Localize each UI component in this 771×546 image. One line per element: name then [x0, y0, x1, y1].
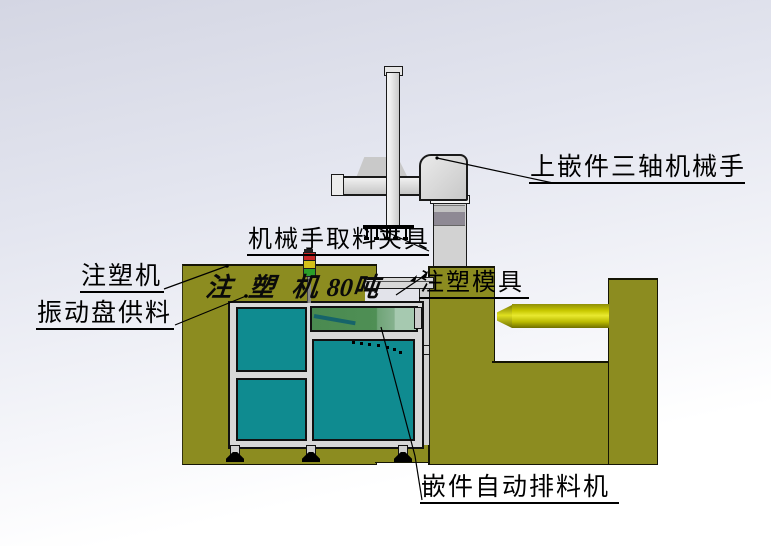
panel-dot [393, 348, 396, 351]
callout-mold: 注塑模具 [419, 271, 529, 299]
injection-nozzle-tip [497, 305, 512, 328]
robot-arm-end-cap [331, 174, 344, 196]
machine-body-notch-base [492, 361, 608, 465]
callout-robot-text: 上嵌件三轴机械手 [530, 154, 747, 181]
callout-robot: 上嵌件三轴机械手 [529, 155, 745, 184]
callout-feeder: 振动盘供料 [36, 301, 174, 330]
cabinet-panel-right [312, 339, 415, 441]
callout-gripper: 机械手取料夹具 [247, 228, 429, 256]
machine-marking: 注 塑 机 80吨 [204, 267, 381, 304]
panel-dot [368, 343, 371, 346]
gripper-suction-stem [376, 229, 378, 238]
cabinet-hinge-tab [414, 307, 422, 329]
cabinet-foot [226, 452, 244, 462]
panel-dot [377, 344, 380, 347]
cabinet-panel-bottom-left [236, 378, 307, 441]
callout-mold-text: 注塑模具 [420, 270, 524, 296]
callout-machine-text: 注塑机 [81, 263, 163, 290]
callout-feeder-text: 振动盘供料 [37, 300, 173, 327]
panel-dot [360, 342, 363, 345]
marking-tonnage: 80吨 [325, 273, 381, 302]
gripper-suction-stem [366, 229, 368, 238]
machine-mold-platen [428, 266, 495, 465]
gripper-bar [363, 225, 414, 229]
gripper-suction-cup [374, 237, 379, 240]
callout-gripper-text: 机械手取料夹具 [248, 227, 430, 253]
cabinet-panel-top-left [236, 307, 307, 372]
robot-column-band-dark [434, 212, 465, 226]
tower-light-cap [304, 249, 313, 252]
panel-dot [352, 341, 355, 344]
callout-machine: 注塑机 [80, 264, 164, 293]
cabinet-foot [302, 452, 320, 462]
machine-body-right [608, 278, 658, 465]
panel-dot [386, 346, 389, 349]
robot-vertical-rail [386, 72, 400, 229]
callout-inserter: 嵌件自动排料机 [420, 475, 619, 504]
robot-slide-bracket [356, 157, 408, 178]
callout-inserter-text: 嵌件自动排料机 [421, 474, 611, 501]
injection-nozzle-barrel [512, 304, 609, 328]
marking-char: 机 [290, 273, 320, 302]
gripper-suction-cup [364, 237, 369, 240]
robot-body [419, 154, 468, 201]
marking-char: 注 [204, 273, 234, 302]
panel-dot [399, 351, 402, 354]
marking-char: 塑 [247, 273, 277, 302]
tower-light-green [303, 268, 316, 277]
tower-light-pole [307, 274, 311, 303]
